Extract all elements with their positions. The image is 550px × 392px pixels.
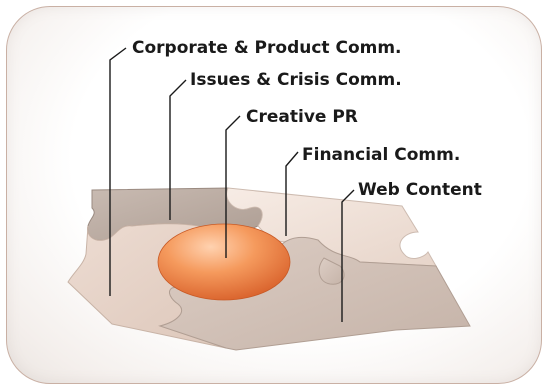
puzzle-nub-right: [318, 257, 345, 285]
leader-line-corporate: [109, 47, 127, 296]
label-financial: Financial Comm.: [302, 145, 460, 165]
label-issues: Issues & Crisis Comm.: [190, 70, 402, 90]
creative-pr-center: [157, 223, 291, 301]
leader-line-financial: [285, 151, 299, 236]
leader-lines: [109, 47, 355, 322]
leader-line-creative: [225, 115, 241, 258]
leader-line-web: [341, 189, 355, 322]
leader-line-issues: [169, 79, 187, 220]
label-web: Web Content: [358, 180, 482, 200]
label-corporate: Corporate & Product Comm.: [132, 38, 402, 58]
label-creative: Creative PR: [246, 107, 358, 127]
